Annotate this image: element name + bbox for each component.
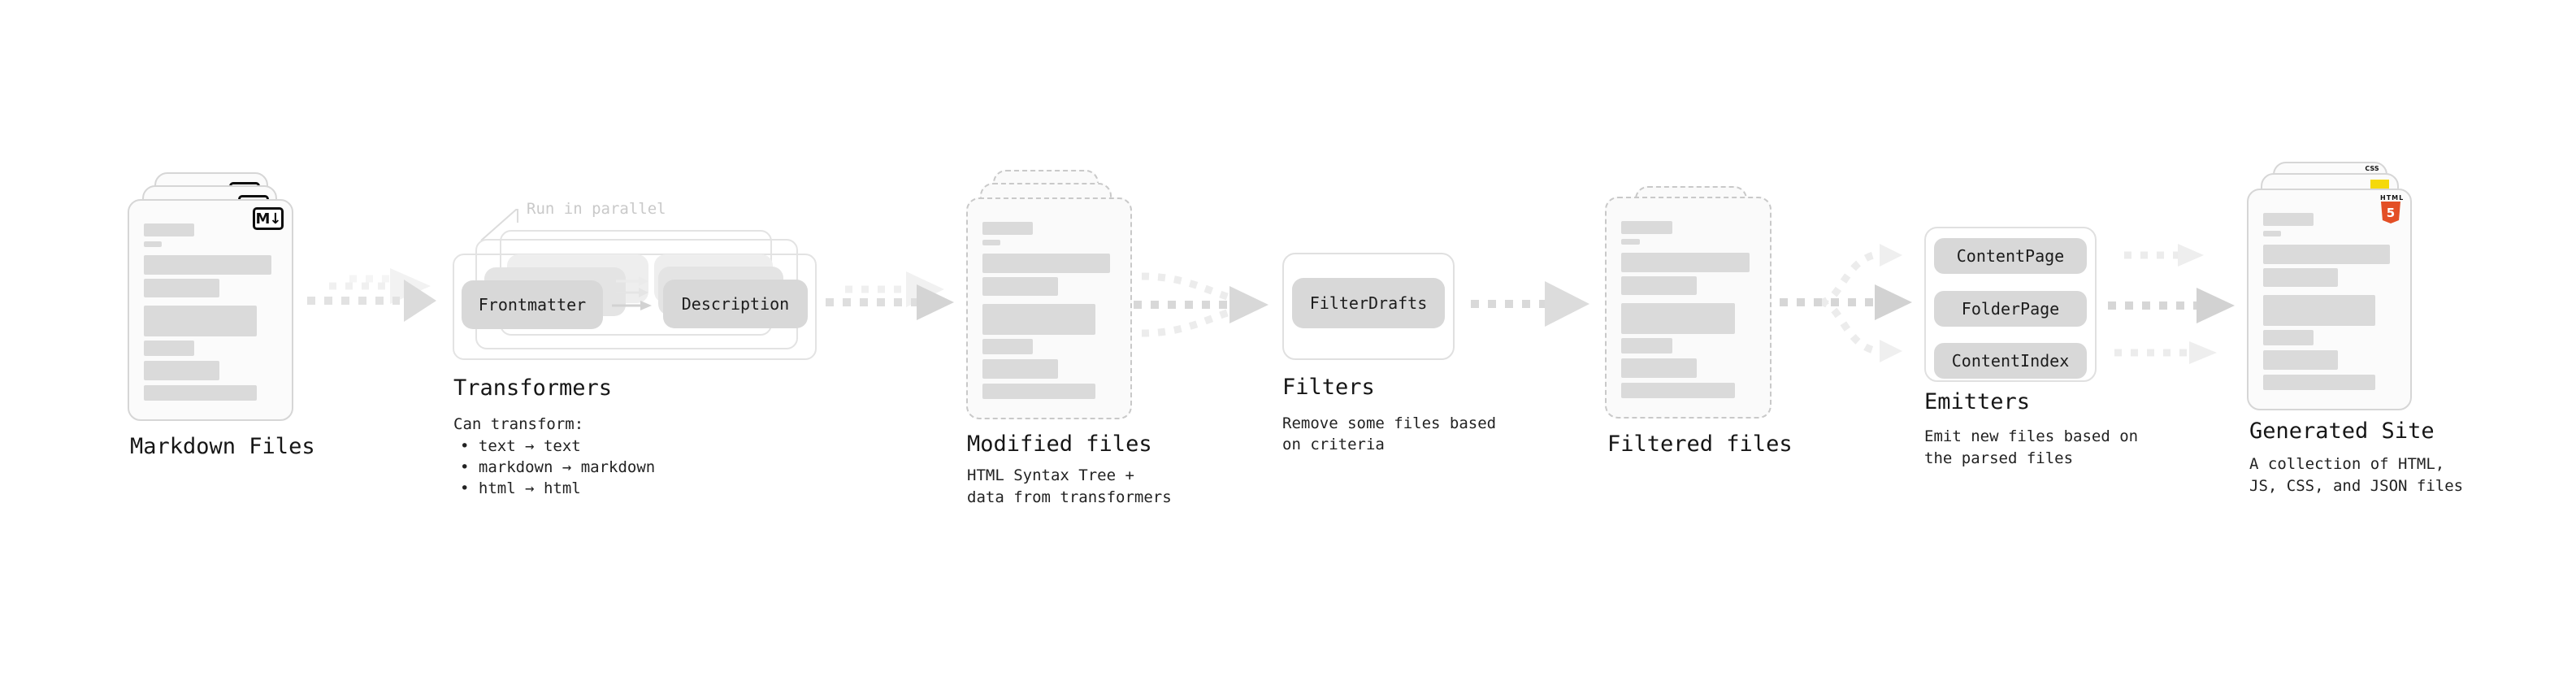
css-badge-text: CSS xyxy=(2365,165,2379,172)
flow-arrow-emitters-to-generated-bottom xyxy=(2114,341,2217,364)
modified-doc-card-front xyxy=(966,197,1132,419)
text-line-placeholder xyxy=(1621,221,1672,234)
emitter-pill-contentindex: ContentIndex xyxy=(1934,343,2087,379)
generated-doc-card-front: HTML 5 xyxy=(2247,189,2412,410)
flow-arrow-emitters-to-generated-middle xyxy=(2108,288,2235,323)
text-line-placeholder xyxy=(982,304,1096,335)
html5-icon-shield: 5 xyxy=(2381,202,2400,223)
text-line-placeholder xyxy=(2263,231,2282,236)
text-line-placeholder xyxy=(1621,303,1736,334)
html5-icon: HTML 5 xyxy=(2380,194,2405,223)
doc-text-placeholder-lines xyxy=(2263,213,2392,390)
text-line-placeholder xyxy=(2263,213,2314,226)
flow-arrow-emitters-to-generated-top xyxy=(2124,244,2204,267)
text-line-placeholder xyxy=(2263,350,2339,370)
text-line-placeholder xyxy=(144,306,258,336)
flow-arrow-filters-to-filtered xyxy=(1471,281,1589,327)
text-line-placeholder xyxy=(144,223,195,236)
modified-files-label: Modified files xyxy=(967,432,1152,457)
flow-arrow-modified-to-filters-merge xyxy=(1134,272,1268,337)
description-pill: Description xyxy=(663,280,808,328)
doc-text-placeholder-lines xyxy=(144,223,274,401)
emitter-pill-folderpage: FolderPage xyxy=(1934,291,2087,327)
flow-arrow-transformers-to-modified xyxy=(826,271,954,320)
text-line-placeholder xyxy=(144,361,219,380)
markdown-icon: M↓ xyxy=(253,207,284,230)
parallel-arrows-icon xyxy=(612,276,652,310)
transformers-bullet-list: • text → text • markdown → markdown • ht… xyxy=(460,437,656,497)
flow-arrow-filtered-to-emitters-split xyxy=(1780,244,1912,362)
text-line-placeholder xyxy=(1621,338,1672,354)
callout-leader-line xyxy=(480,209,518,241)
text-line-placeholder xyxy=(982,277,1058,296)
text-line-placeholder xyxy=(1621,276,1698,295)
text-line-placeholder xyxy=(1621,253,1750,272)
text-line-placeholder xyxy=(982,384,1096,399)
generated-site-label: Generated Site xyxy=(2249,419,2435,444)
markdown-doc-card-front: M↓ xyxy=(128,199,293,421)
run-in-parallel-label: Run in parallel xyxy=(527,200,666,218)
html5-icon-wordmark: HTML xyxy=(2380,194,2405,202)
doc-text-placeholder-lines xyxy=(1621,221,1752,398)
text-line-placeholder xyxy=(982,222,1034,235)
filters-heading: Filters xyxy=(1282,375,1375,400)
text-line-placeholder xyxy=(144,241,163,247)
filtered-doc-card-front xyxy=(1605,197,1772,419)
text-line-placeholder xyxy=(144,279,219,297)
text-line-placeholder xyxy=(982,240,1001,245)
text-line-placeholder xyxy=(2263,268,2339,287)
text-line-placeholder xyxy=(982,254,1110,273)
generated-site-desc: A collection of HTML, JS, CSS, and JSON … xyxy=(2249,455,2464,495)
html5-icon-number: 5 xyxy=(2386,205,2396,220)
text-line-placeholder xyxy=(2263,245,2390,264)
text-line-placeholder xyxy=(2263,375,2376,390)
filtered-files-label: Filtered files xyxy=(1607,432,1793,457)
filters-desc: Remove some files based on criteria xyxy=(1282,414,1497,453)
text-line-placeholder xyxy=(2263,330,2314,345)
filterdrafts-pill: FilterDrafts xyxy=(1292,278,1445,328)
transformers-heading: Transformers xyxy=(453,375,613,401)
doc-text-placeholder-lines xyxy=(982,222,1112,399)
emitters-desc: Emit new files based on the parsed files xyxy=(1924,427,2139,467)
text-line-placeholder xyxy=(144,385,258,401)
text-line-placeholder xyxy=(144,255,271,275)
text-line-placeholder xyxy=(1621,383,1736,398)
text-line-placeholder xyxy=(1621,358,1698,378)
modified-files-desc: HTML Syntax Tree + data from transformer… xyxy=(967,466,1172,506)
emitter-pill-contentpage: ContentPage xyxy=(1934,238,2087,274)
text-line-placeholder xyxy=(144,340,195,356)
text-line-placeholder xyxy=(982,339,1034,354)
text-line-placeholder xyxy=(982,359,1058,379)
flow-arrow-markdown-to-transformers xyxy=(307,268,436,322)
markdown-files-label: Markdown Files xyxy=(130,434,315,459)
transformers-desc-title: Can transform: xyxy=(453,415,584,433)
text-line-placeholder xyxy=(2263,295,2376,326)
frontmatter-pill: Frontmatter xyxy=(462,280,603,329)
text-line-placeholder xyxy=(1621,239,1640,245)
emitters-heading: Emitters xyxy=(1924,389,2031,414)
